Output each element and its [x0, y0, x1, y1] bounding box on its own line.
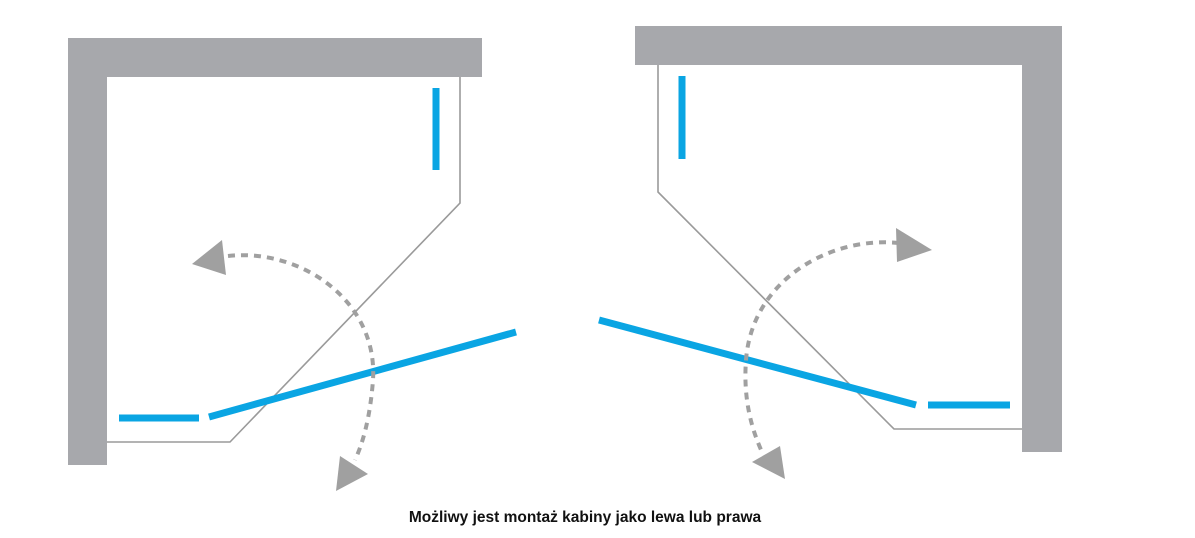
installation-caption: Możliwy jest montaż kabiny jako lewa lub… — [408, 509, 762, 526]
left-arc-arrowhead-bottom — [336, 456, 368, 491]
right-wall-vertical — [1022, 26, 1062, 452]
right-swing-arc — [743, 240, 900, 453]
right-arc-arrowhead-top — [896, 228, 932, 262]
left-swing-door — [208, 328, 517, 421]
left-arc-arrowhead-top — [192, 240, 226, 275]
right-tray-outline — [657, 65, 1022, 430]
right-install-variant — [598, 26, 1062, 479]
left-install-variant — [68, 38, 517, 491]
left-swing-arc — [227, 253, 376, 461]
right-arc-arrowhead-bottom — [752, 446, 785, 479]
left-wall-vertical — [68, 38, 107, 465]
left-wall-top — [68, 38, 482, 77]
right-wall-top — [635, 26, 1062, 65]
right-swing-door — [598, 316, 917, 409]
left-tray-outline — [107, 77, 461, 443]
